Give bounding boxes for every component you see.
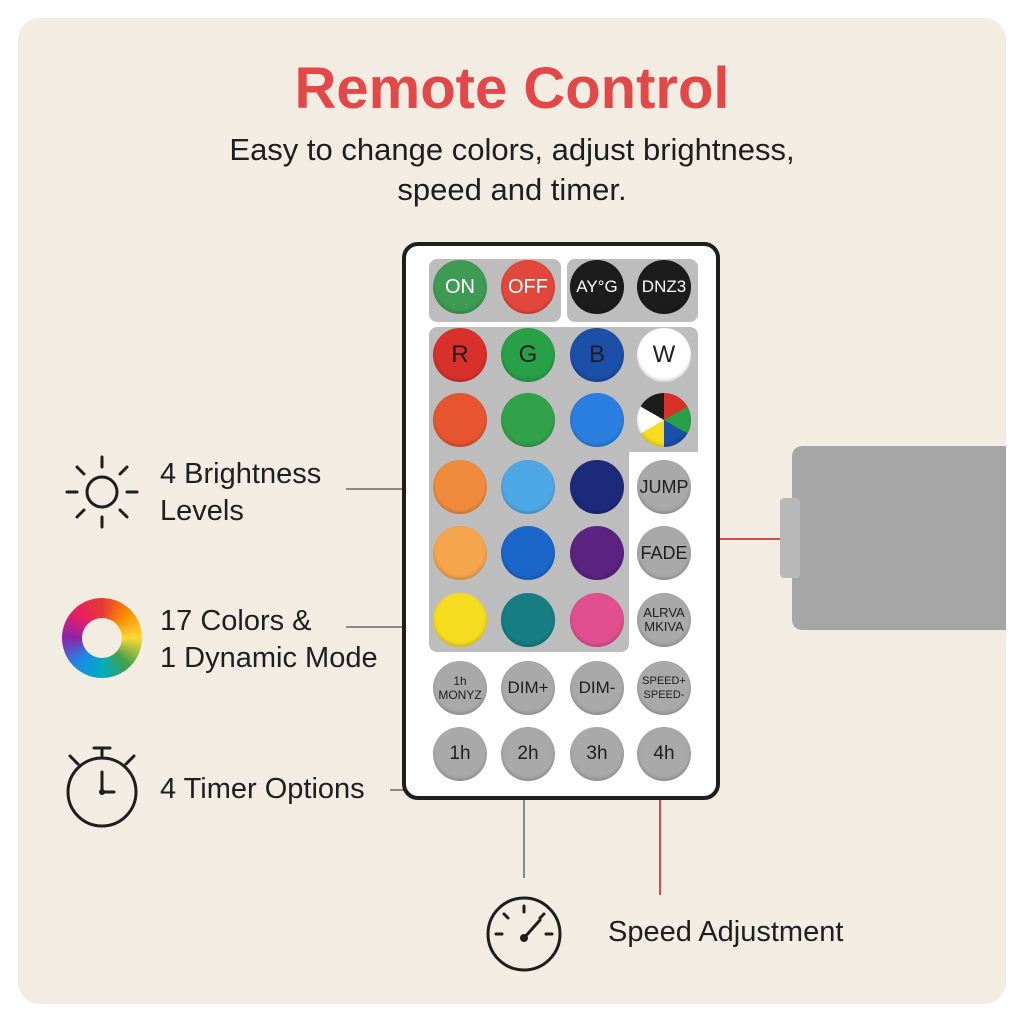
red-button[interactable]: R (433, 328, 487, 382)
brightness-feature-label: 4 Brightness Levels (160, 458, 322, 527)
color-button-yellow[interactable] (433, 593, 487, 647)
color-button-blue[interactable] (501, 526, 555, 580)
on-button[interactable]: ON (433, 260, 487, 314)
color-button-light-green[interactable] (501, 393, 555, 447)
remote-control (402, 242, 720, 800)
stopwatch-icon (66, 746, 138, 828)
dim-down-button[interactable]: DIM- (570, 661, 624, 715)
mode-button[interactable]: ALRVA MKIVA (637, 593, 691, 647)
timer-feature-label: 4 Timer Options (160, 773, 365, 805)
special-button-2[interactable]: DNZ3 (637, 260, 691, 314)
white-button[interactable]: W (637, 328, 691, 382)
color-button-navy[interactable] (570, 460, 624, 514)
fade-button[interactable]: FADE (637, 526, 691, 580)
color-button-orange-red[interactable] (433, 393, 487, 447)
sun-icon (65, 455, 139, 529)
color-wheel-button[interactable] (637, 393, 691, 447)
timer-4h-button[interactable]: 4h (637, 727, 691, 781)
page-title: Remote Control (294, 56, 730, 121)
color-button-orange[interactable] (433, 460, 487, 514)
speed-button[interactable]: SPEED+ SPEED- (637, 661, 691, 715)
timer-1h-button[interactable]: 1h (433, 727, 487, 781)
green-button[interactable]: G (501, 328, 555, 382)
color-button-purple[interactable] (570, 526, 624, 580)
off-button[interactable]: OFF (501, 260, 555, 314)
timer-3h-button[interactable]: 3h (570, 727, 624, 781)
color-button-sky-blue[interactable] (570, 393, 624, 447)
color-button-light-blue[interactable] (501, 460, 555, 514)
colors-feature-label: 17 Colors & 1 Dynamic Mode (160, 605, 378, 674)
ir-receiver (792, 446, 1006, 630)
dim-up-button[interactable]: DIM+ (501, 661, 555, 715)
color-button-light-orange[interactable] (433, 526, 487, 580)
color-ring-icon (62, 598, 142, 678)
color-button-teal[interactable] (501, 593, 555, 647)
page-subtitle: Easy to change colors, adjust brightness… (229, 132, 795, 207)
timer-2h-button[interactable]: 2h (501, 727, 555, 781)
speedometer-icon (486, 896, 562, 972)
blue-button[interactable]: B (570, 328, 624, 382)
jump-button[interactable]: JUMP (637, 460, 691, 514)
speed-feature-label: Speed Adjustment (608, 916, 844, 948)
ir-receiver-cap (780, 498, 800, 578)
special-button-1[interactable]: AY°G (570, 260, 624, 314)
color-button-pink[interactable] (570, 593, 624, 647)
auto-button[interactable]: 1h MONYZ (433, 661, 487, 715)
